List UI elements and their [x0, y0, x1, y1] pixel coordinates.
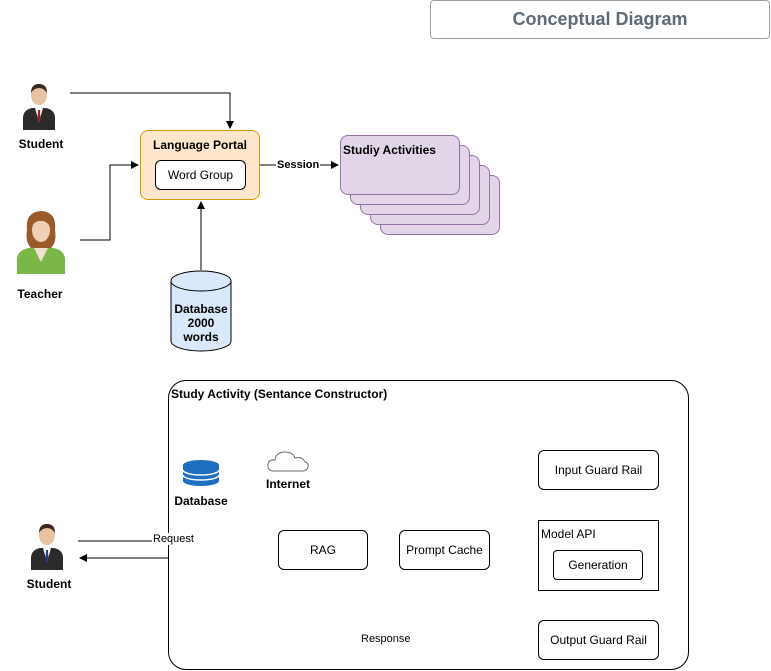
language-portal-title: Language Portal [152, 138, 247, 152]
student-icon [23, 84, 55, 130]
edge-teacher-portal [80, 161, 139, 241]
teacher-icon [17, 211, 65, 274]
database-top-line2: 2000 [187, 316, 215, 330]
generation-box[interactable]: Generation [553, 550, 643, 580]
study-activities-title: Studiy Activities [343, 143, 436, 157]
study-activities-card[interactable]: Studiy Activities [340, 135, 460, 195]
database-top-line1: Database [174, 302, 228, 316]
database-icon [182, 460, 220, 486]
database-top-label: Database 2000 words [170, 302, 232, 344]
database-label: Database [174, 494, 228, 508]
request-label: Request [152, 533, 195, 545]
word-group-box[interactable]: Word Group [155, 160, 246, 190]
response-label: Response [360, 633, 412, 645]
session-label: Session [276, 159, 321, 171]
cloud-icon [267, 451, 309, 472]
study-activity-title: Study Activity (Sentance Constructor) [171, 387, 388, 401]
prompt-cache-box[interactable]: Prompt Cache [399, 530, 490, 570]
student-bottom-label: Student [26, 577, 72, 591]
diagram-title: Conceptual Diagram [430, 0, 770, 39]
student-label: Student [18, 137, 64, 151]
model-api-title: Model API [541, 527, 596, 541]
rag-box[interactable]: RAG [278, 530, 368, 570]
database-top-line3: words [183, 330, 219, 344]
output-guard-rail-box[interactable]: Output Guard Rail [538, 620, 659, 660]
input-guard-rail-box[interactable]: Input Guard Rail [538, 450, 659, 490]
database-cylinder-icon [170, 270, 232, 352]
teacher-label: Teacher [17, 287, 63, 301]
student-bottom-icon [31, 524, 63, 570]
edge-student-portal [70, 92, 234, 129]
internet-label: Internet [265, 477, 310, 491]
